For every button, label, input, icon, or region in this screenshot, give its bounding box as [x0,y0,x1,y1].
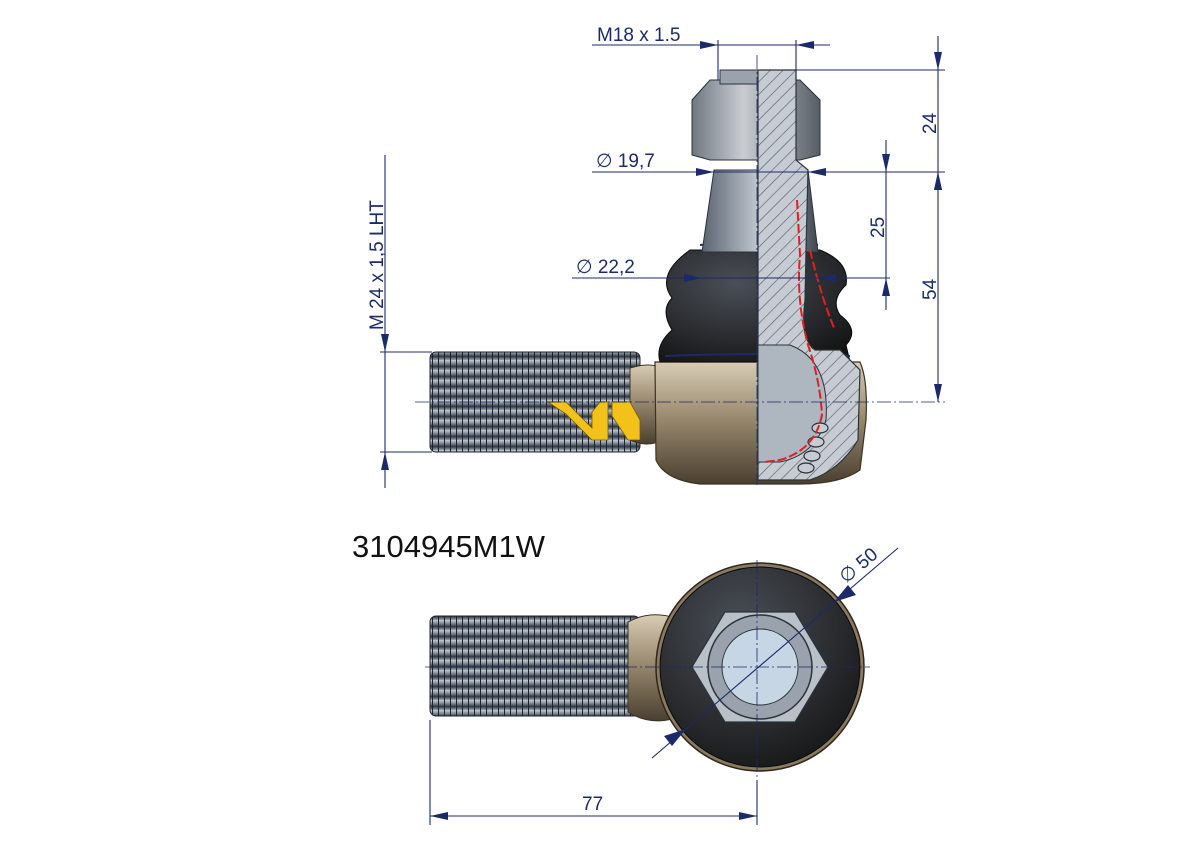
side-view [429,69,867,485]
dim-stud-height: 54 [920,172,942,402]
center-lines [415,55,945,485]
dim-overall-length: 77 [429,720,758,825]
taper-small-label: ∅ 19,7 [596,151,655,172]
rubber-boot [658,249,853,363]
stud-height-label: 54 [920,278,941,300]
overall-length-label: 77 [582,794,603,815]
part-number: 3104945M1W [352,529,546,564]
dim-shank-thread: M 24 x 1,5 LHT [367,155,432,488]
threaded-shank-top [429,615,641,717]
nut-height-label: 24 [920,112,941,134]
top-thread-label: M18 x 1.5 [597,25,680,46]
section-outline-red [764,199,824,463]
castle-nut [691,79,821,161]
dim-taper-length: 25 [868,140,890,310]
W-brand-logo [546,401,641,441]
taper-large-label: ∅ 22,2 [576,257,635,278]
shank-thread-label: M 24 x 1,5 LHT [367,200,388,330]
center-lines-top [425,560,870,790]
taper-length-label: 25 [868,217,889,238]
dim-top-thread: M18 x 1.5 [592,25,830,80]
dim-taper-large: ∅ 22,2 [572,257,890,282]
section-outline-red [809,249,836,331]
